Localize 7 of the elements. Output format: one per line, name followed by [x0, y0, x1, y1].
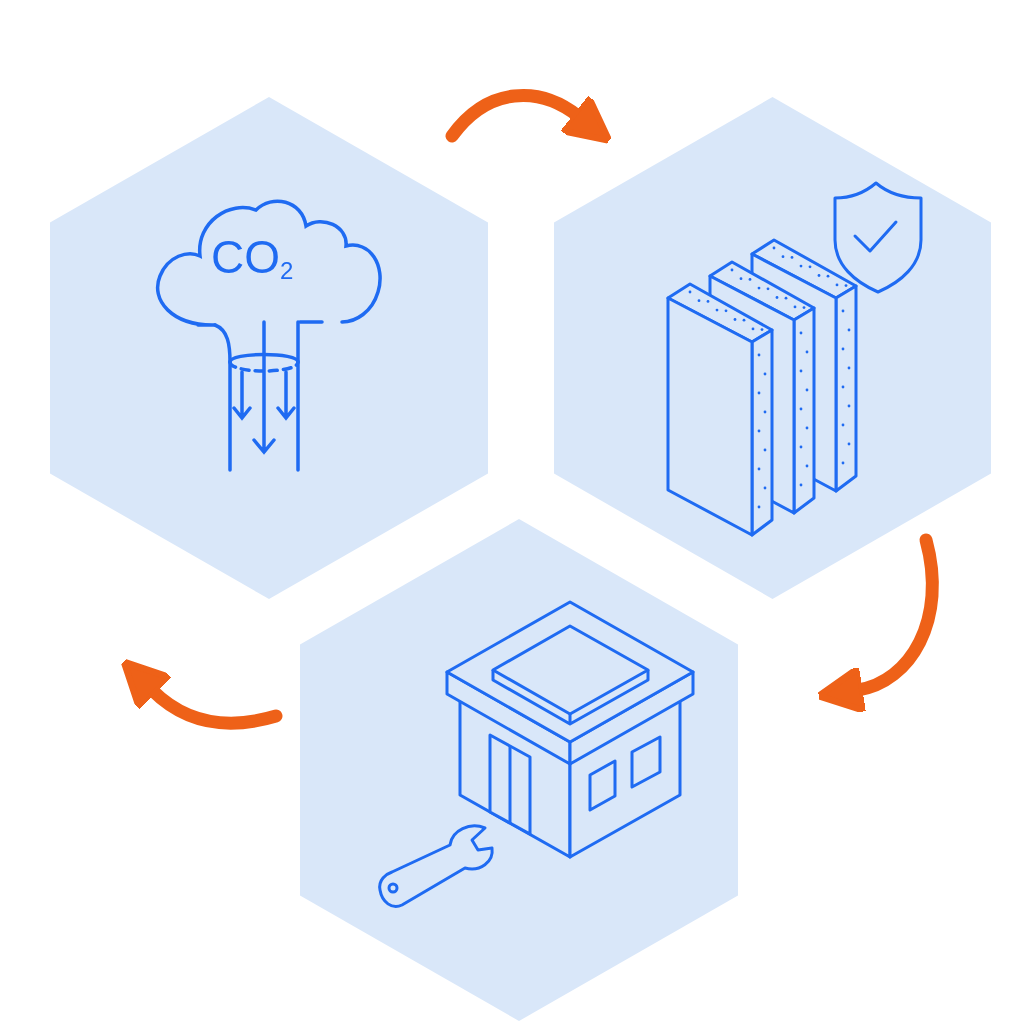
hexagon-tile [554, 97, 991, 599]
hexagon-tile [300, 519, 738, 1021]
curved-arrow [445, 89, 614, 143]
formula-label: CO$_{2}$ [211, 234, 294, 283]
curved-arrow [816, 533, 939, 714]
curved-arrow [119, 659, 283, 730]
hexagon-tile [50, 97, 488, 599]
